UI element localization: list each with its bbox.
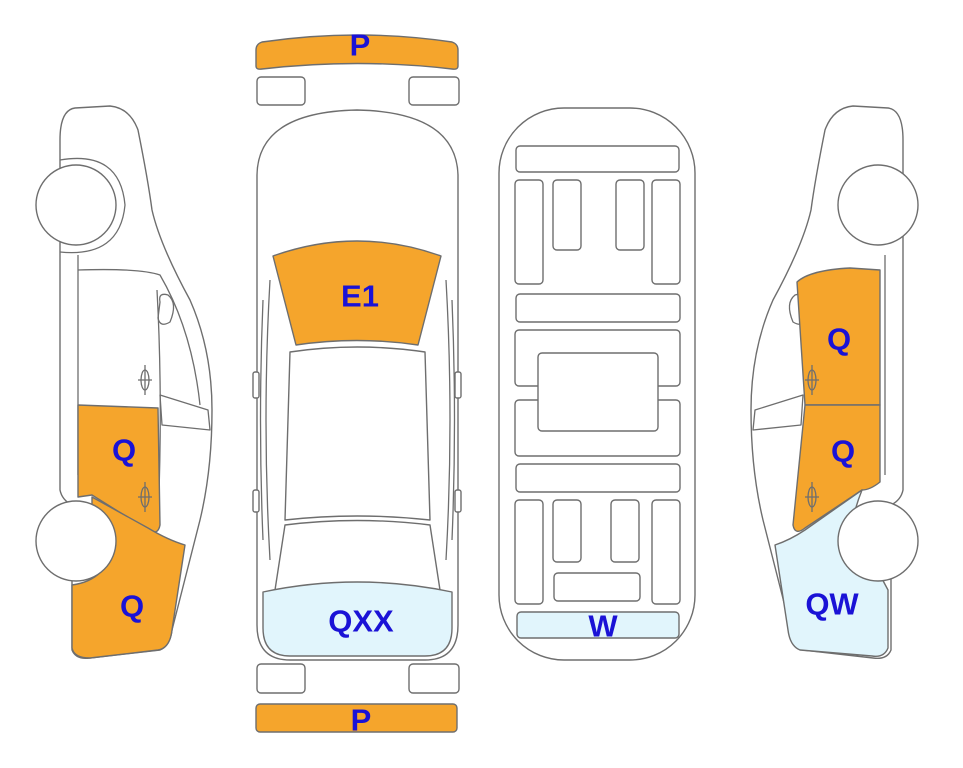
left-rear-wheel[interactable] xyxy=(35,500,117,582)
right-rear-door-label: Q xyxy=(831,434,855,469)
right-rear-handle-oval xyxy=(807,486,817,508)
underbody-part-14[interactable] xyxy=(651,499,681,605)
right-front-wheel[interactable] xyxy=(837,164,919,246)
top-left-side-line-2 xyxy=(259,299,264,541)
underbody-rear-panel[interactable] xyxy=(516,611,680,639)
roof-panel[interactable] xyxy=(284,346,431,521)
right-front-door-label: Q xyxy=(827,322,851,357)
left-roof-line xyxy=(77,268,201,406)
underbody-part-4[interactable] xyxy=(615,179,645,251)
top-left-mirror[interactable] xyxy=(252,371,260,399)
rear-bumper-panel[interactable] xyxy=(255,703,458,733)
rear-window-panel[interactable] xyxy=(274,519,441,591)
left-window-glass xyxy=(159,394,211,431)
right-window-glass xyxy=(752,394,804,431)
underbody-part-10[interactable] xyxy=(515,463,681,493)
underbody-part-13[interactable] xyxy=(610,499,640,563)
underbody-part-6[interactable] xyxy=(515,293,681,323)
underbody-part-2[interactable] xyxy=(514,179,544,285)
underbody-part-5[interactable] xyxy=(651,179,681,285)
right-rear-wheel[interactable] xyxy=(837,500,919,582)
rear-windshield-panel[interactable] xyxy=(262,581,453,657)
left-front-wheel-arch xyxy=(59,157,126,254)
rear-bumper-label: P xyxy=(351,703,372,738)
underbody-part-1[interactable] xyxy=(515,145,680,173)
top-left-handle[interactable] xyxy=(252,489,260,513)
rear-right-taillight[interactable] xyxy=(408,663,460,694)
front-bumper-label: P xyxy=(350,28,371,63)
left-front-wheel[interactable] xyxy=(35,164,117,246)
underbody-part-15[interactable] xyxy=(553,572,641,602)
right-rear-quarter-label: QW xyxy=(805,587,859,622)
top-right-handle[interactable] xyxy=(454,489,462,513)
hood-panel[interactable] xyxy=(272,240,442,346)
right-front-handle-oval xyxy=(807,369,817,391)
right-front-door-panel[interactable] xyxy=(796,267,881,406)
left-rear-quarter-label: Q xyxy=(120,589,144,624)
rear-left-taillight[interactable] xyxy=(256,663,306,694)
left-mirror[interactable] xyxy=(157,293,175,325)
hood-label: E1 xyxy=(341,279,379,314)
underbody-label: W xyxy=(588,609,618,644)
top-left-side-line xyxy=(265,279,271,561)
underbody-part-12[interactable] xyxy=(552,499,582,563)
left-rear-door-label: Q xyxy=(112,433,136,468)
left-rear-handle-oval xyxy=(140,486,150,508)
underbody-part-11[interactable] xyxy=(514,499,544,605)
top-right-side-line xyxy=(445,279,451,561)
underbody-part-9[interactable] xyxy=(537,352,659,432)
front-left-headlight[interactable] xyxy=(256,76,306,106)
front-bumper-panel[interactable] xyxy=(255,34,459,70)
top-right-mirror[interactable] xyxy=(454,371,462,399)
underbody-part-3[interactable] xyxy=(552,179,582,251)
rear-windshield-label: QXX xyxy=(328,604,394,639)
left-front-handle-oval xyxy=(140,369,150,391)
front-right-headlight[interactable] xyxy=(408,76,460,106)
top-right-side-line-2 xyxy=(451,299,456,541)
